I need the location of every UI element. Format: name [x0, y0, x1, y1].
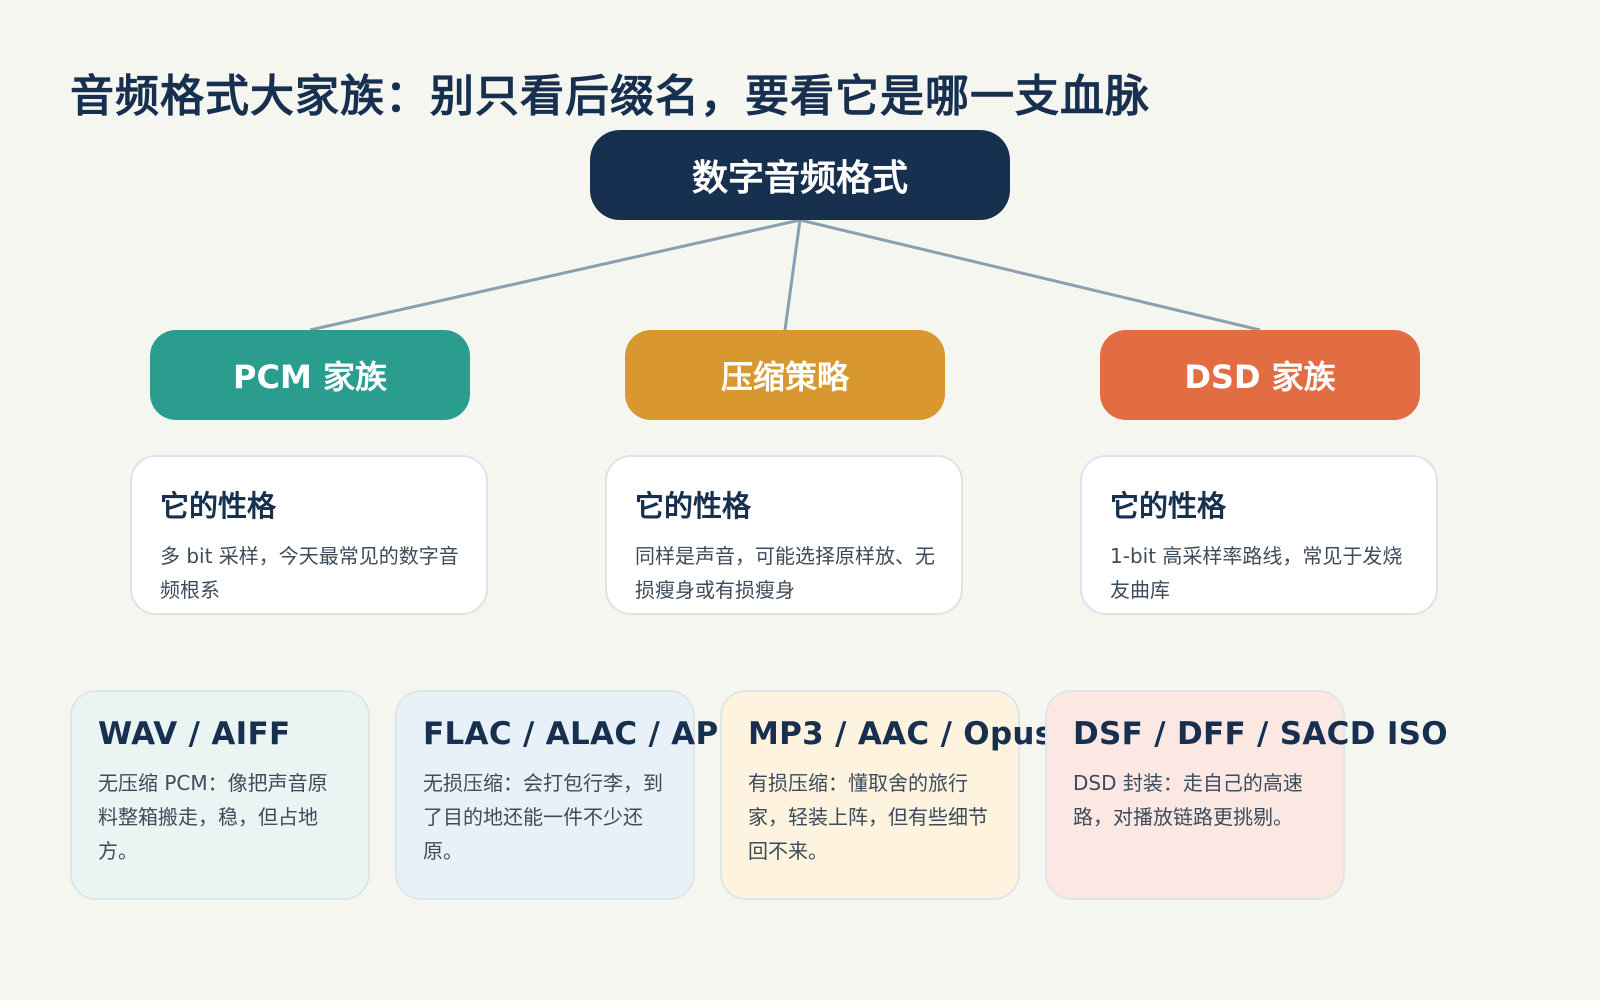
trait-card-text: 同样是声音，可能选择原样放、无损瘦身或有损瘦身 [635, 544, 935, 602]
trait-card-dsd: 它的性格 1-bit 高采样率路线，常见于发烧友曲库 [1080, 455, 1438, 615]
format-card-mp3-aac-opus: MP3 / AAC / Opus 有损压缩：懂取舍的旅行家，轻装上阵，但有些细节… [720, 690, 1054, 900]
root-node: 数字音频格式 [590, 130, 1010, 220]
root-node-label: 数字音频格式 [691, 158, 908, 199]
format-card-text: 无压缩 PCM：像把声音原料整箱搬走，稳，但占地方。 [98, 771, 328, 863]
format-card-title: FLAC / ALAC / APE [423, 716, 740, 752]
connector-root-compress [783, 219, 802, 331]
format-card-title: WAV / AIFF [98, 716, 291, 752]
trait-card-text: 1-bit 高采样率路线，常见于发烧友曲库 [1110, 544, 1403, 602]
connector-root-pcm [309, 218, 801, 332]
branch-node-compression: 压缩策略 [625, 330, 945, 420]
branch-node-dsd: DSD 家族 [1100, 330, 1420, 420]
page-title: 音频格式大家族：别只看后缀名，要看它是哪一支血脉 [70, 71, 1150, 122]
branch-node-label: PCM 家族 [233, 358, 387, 396]
format-card-title: DSF / DFF / SACD ISO [1073, 716, 1448, 752]
format-card-text: 有损压缩：懂取舍的旅行家，轻装上阵，但有些细节回不来。 [748, 771, 988, 863]
format-card-text: DSD 封装：走自己的高速路，对播放链路更挑剔。 [1073, 771, 1303, 829]
trait-card-title: 它的性格 [635, 489, 752, 523]
trait-card-text: 多 bit 采样，今天最常见的数字音频根系 [160, 544, 459, 602]
format-card-wav-aiff: WAV / AIFF 无压缩 PCM：像把声音原料整箱搬走，稳，但占地方。 [70, 690, 370, 900]
trait-card-pcm: 它的性格 多 bit 采样，今天最常见的数字音频根系 [130, 455, 488, 615]
trait-card-title: 它的性格 [160, 489, 277, 523]
format-card-text: 无损压缩：会打包行李，到了目的地还能一件不少还原。 [423, 771, 663, 863]
format-card-title: MP3 / AAC / Opus [748, 716, 1054, 752]
branch-node-pcm: PCM 家族 [150, 330, 470, 420]
connector-root-dsd [799, 218, 1261, 332]
branch-node-label: DSD 家族 [1184, 358, 1336, 396]
trait-card-title: 它的性格 [1110, 489, 1227, 523]
trait-card-compression: 它的性格 同样是声音，可能选择原样放、无损瘦身或有损瘦身 [605, 455, 963, 615]
format-card-flac-alac-ape: FLAC / ALAC / APE 无损压缩：会打包行李，到了目的地还能一件不少… [395, 690, 740, 900]
format-card-dsf-dff-sacd: DSF / DFF / SACD ISO DSD 封装：走自己的高速路，对播放链… [1045, 690, 1448, 900]
branch-node-label: 压缩策略 [720, 358, 849, 396]
